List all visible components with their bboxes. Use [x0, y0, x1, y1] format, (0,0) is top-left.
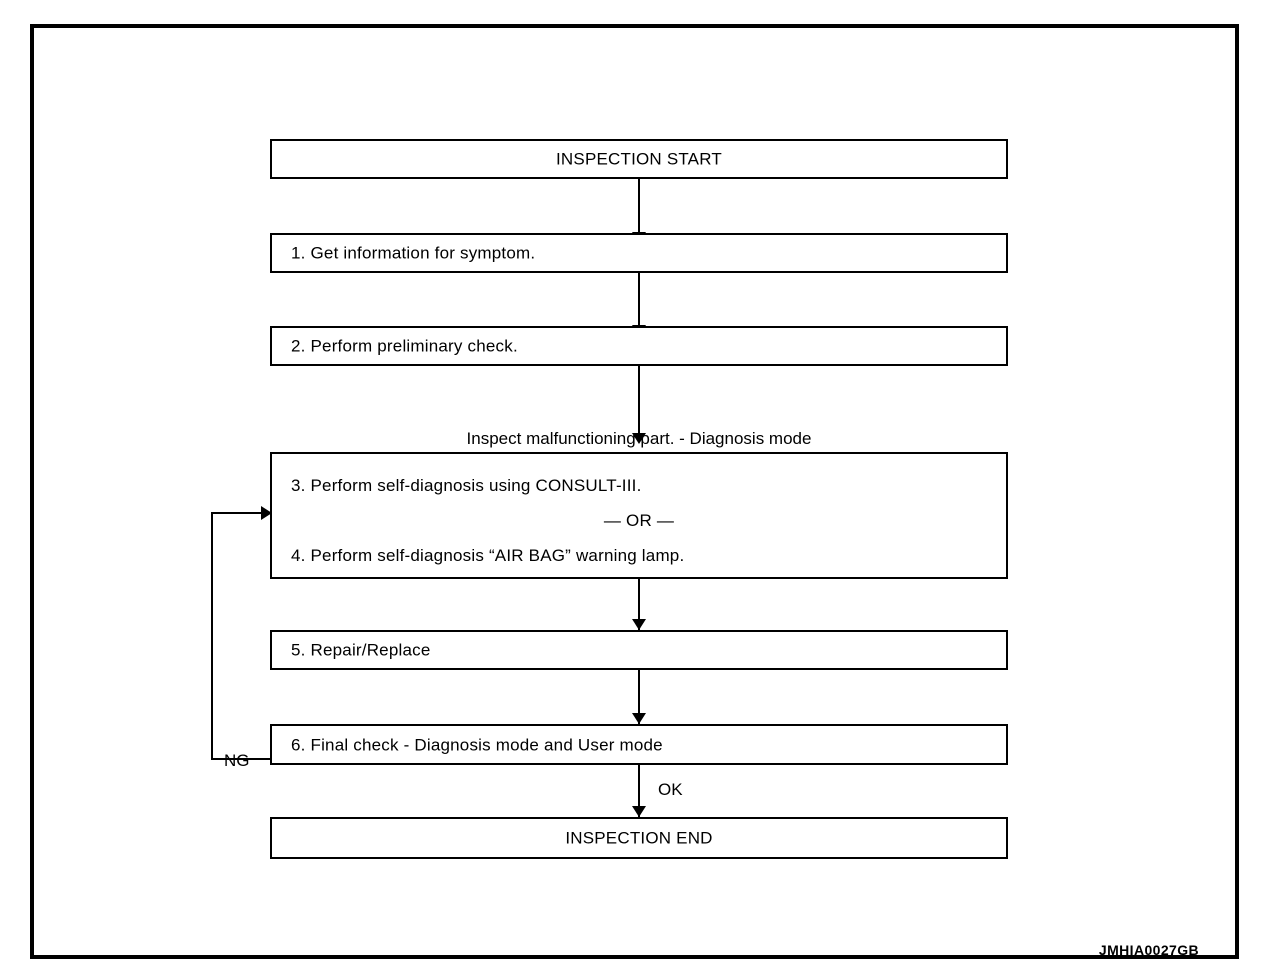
edge-label-ng: NG	[224, 751, 250, 770]
flow-node-label: INSPECTION END	[565, 828, 713, 848]
connector-step34-to-step5	[638, 579, 640, 630]
connector-step6-to-end	[638, 765, 640, 817]
flow-node-step-6: 6. Final check - Diagnosis mode and User…	[270, 724, 1008, 765]
arrowhead-down-step5	[632, 619, 646, 630]
flow-node-step-3-and-4: 3. Perform self-diagnosis using CONSULT-…	[270, 452, 1008, 579]
flow-node-label-step-3: 3. Perform self-diagnosis using CONSULT-…	[291, 476, 642, 495]
flow-node-label: 2. Perform preliminary check.	[291, 336, 518, 356]
flow-node-step-5: 5. Repair/Replace	[270, 630, 1008, 670]
flow-node-label: 1. Get information for symptom.	[291, 243, 536, 263]
flow-node-label: INSPECTION START	[556, 149, 722, 169]
figure-frame: INSPECTION START 1. Get information for …	[30, 24, 1239, 959]
flow-node-label-or-separator: — OR —	[603, 511, 675, 530]
flow-node-label-step-4: 4. Perform self-diagnosis “AIR BAG” warn…	[291, 546, 685, 565]
arrowhead-down-end	[632, 806, 646, 817]
connector-ng-horizontal-bottom	[211, 758, 272, 760]
flow-node-step-2: 2. Perform preliminary check.	[270, 326, 1008, 366]
flow-node-label: 6. Final check - Diagnosis mode and User…	[291, 735, 663, 754]
connector-ng-vertical	[211, 512, 213, 760]
arrowhead-right-ng-into-step34	[261, 506, 272, 520]
connector-start-to-step1	[638, 179, 640, 236]
connector-step2-to-step34	[638, 366, 640, 438]
arrowhead-down-step34	[632, 433, 646, 444]
connector-step5-to-step6	[638, 670, 640, 724]
figure-id-label: JMHIA0027GB	[1098, 942, 1199, 958]
connector-ng-horizontal-top	[211, 512, 263, 514]
flow-node-step-1: 1. Get information for symptom.	[270, 233, 1008, 273]
edge-label-ok: OK	[658, 780, 683, 799]
diagram-caption-inspect-malfunctioning-part: Inspect malfunctioning part. - Diagnosis…	[466, 429, 812, 448]
flow-node-label: 5. Repair/Replace	[291, 640, 431, 660]
flow-node-inspection-end: INSPECTION END	[270, 817, 1008, 859]
connector-step1-to-step2	[638, 273, 640, 330]
flow-node-inspection-start: INSPECTION START	[270, 139, 1008, 179]
arrowhead-down-step6	[632, 713, 646, 724]
